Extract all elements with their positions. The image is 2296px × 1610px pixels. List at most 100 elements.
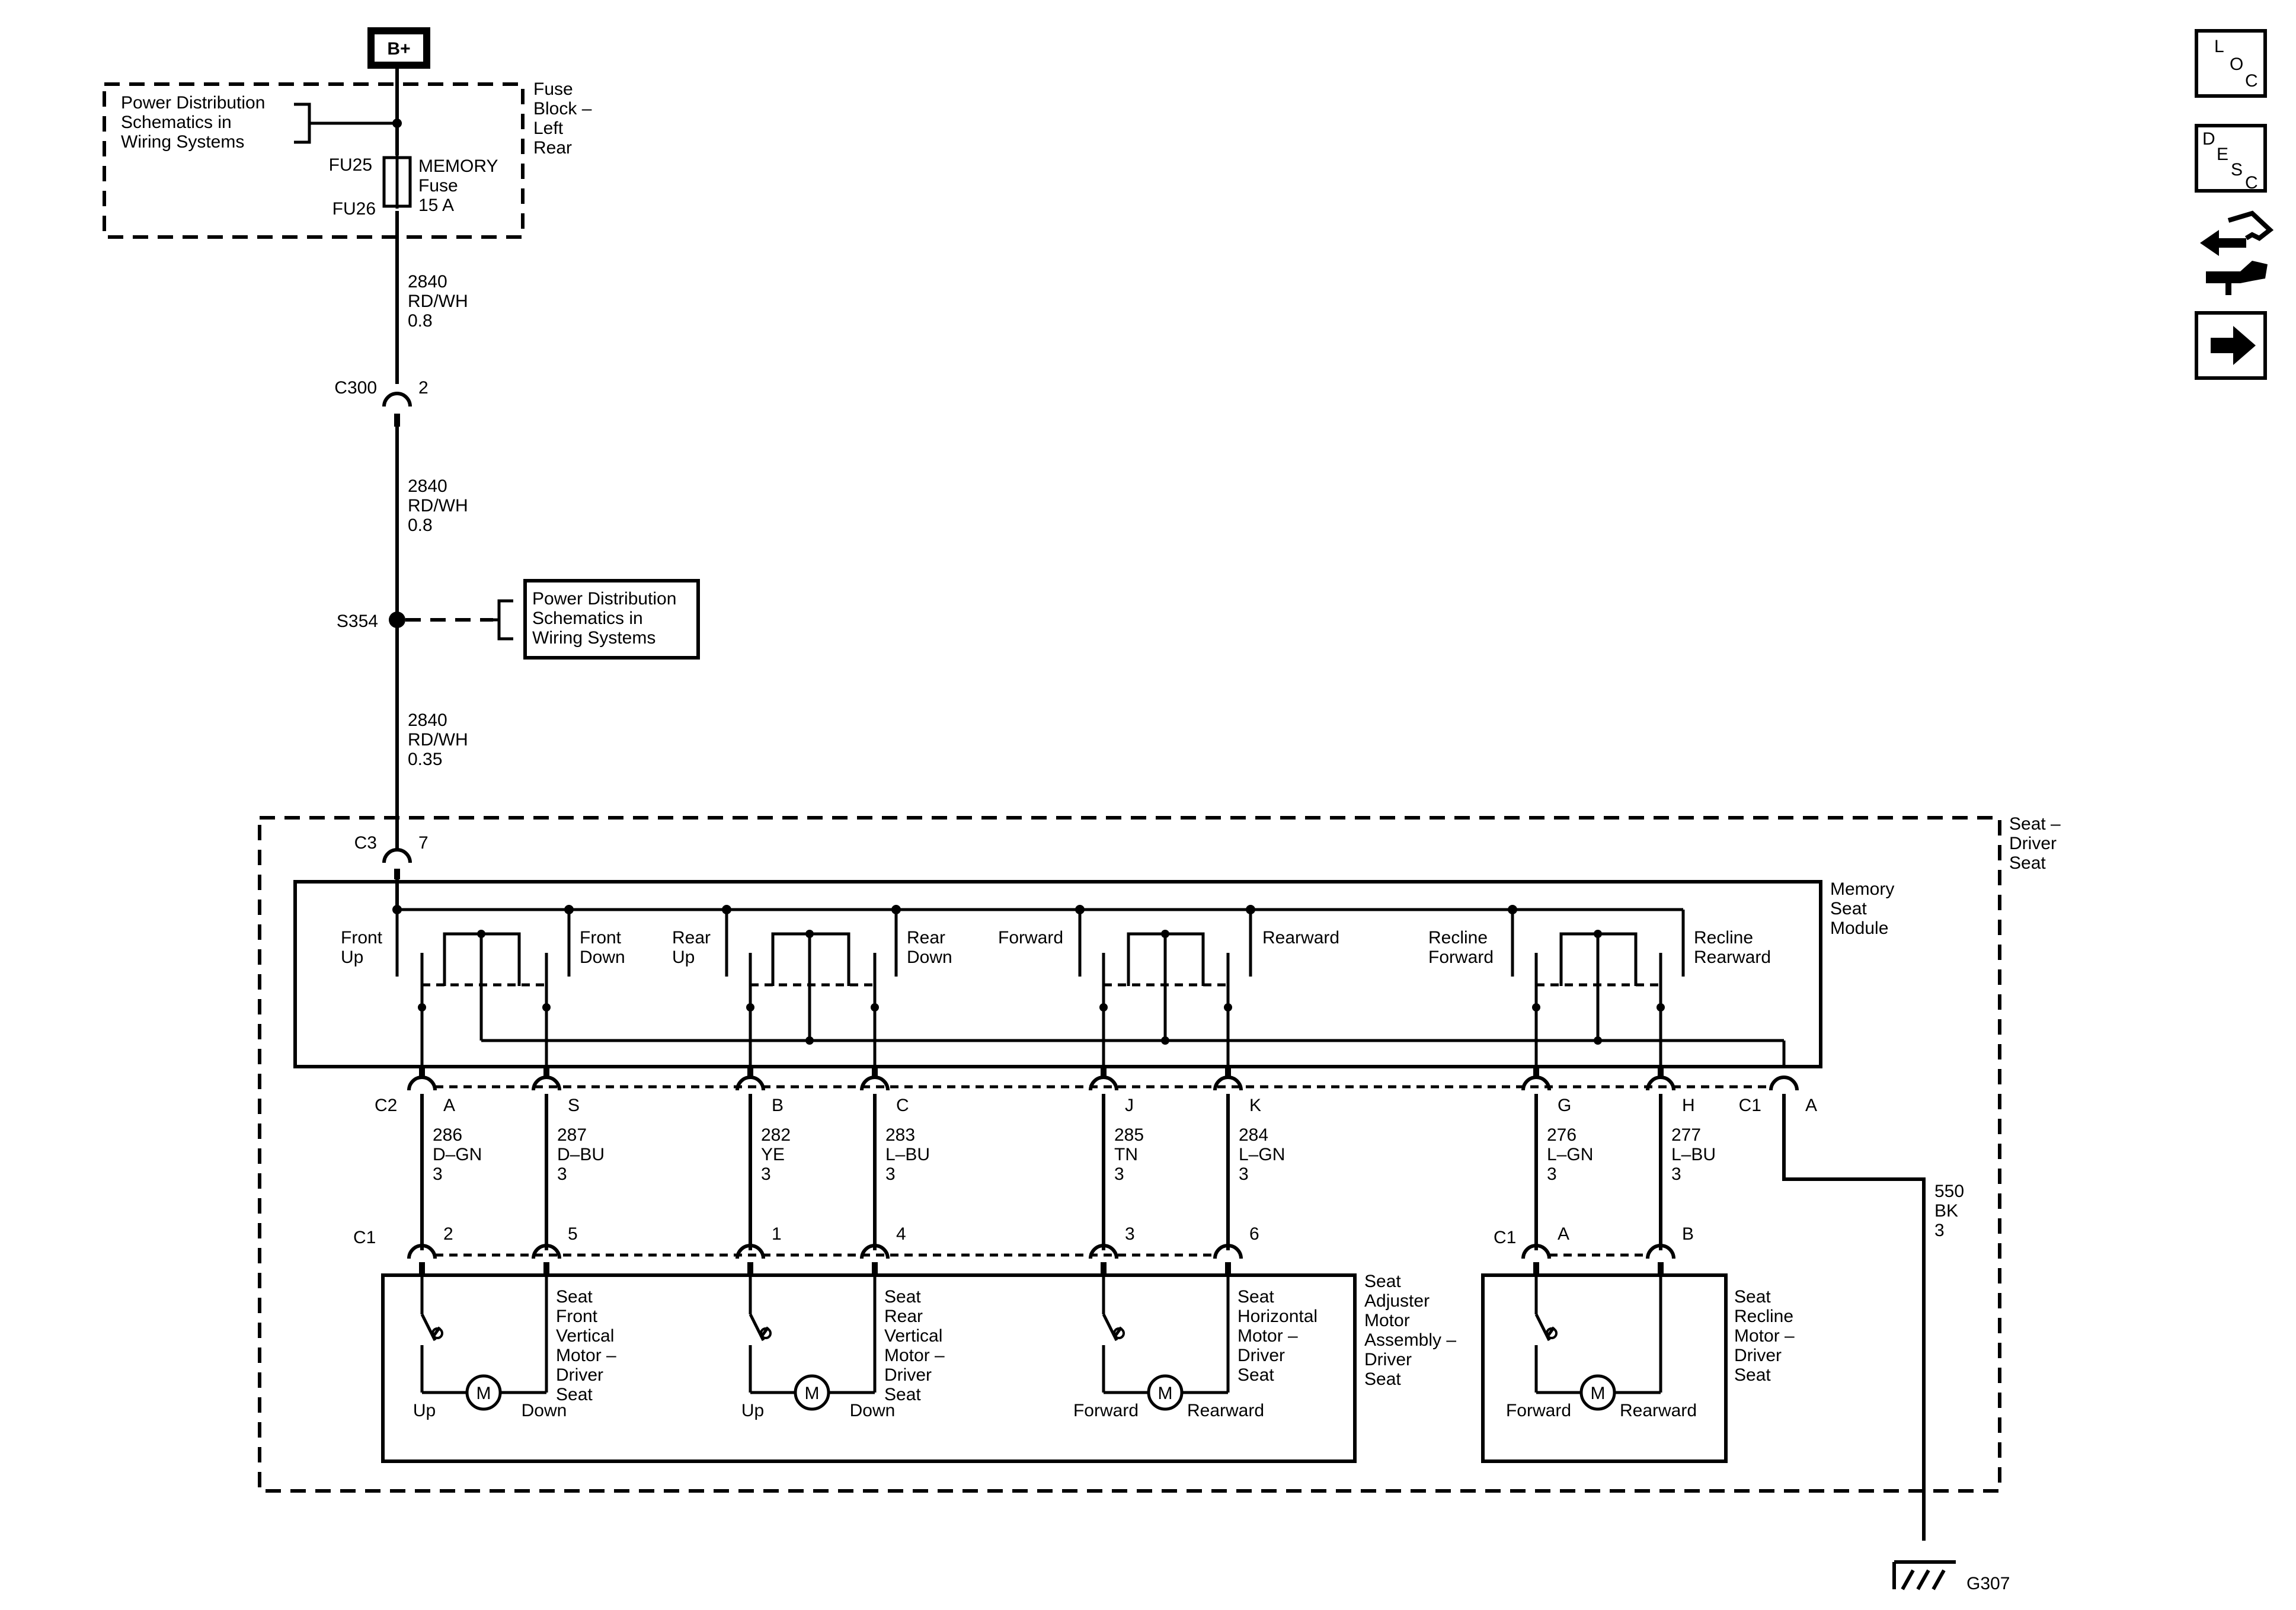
motor-icon [794, 1374, 830, 1411]
c2-name: C2 [375, 1096, 397, 1115]
wire2-color: RD/WH [408, 496, 468, 516]
ref-splice-line-1: Power Distribution [532, 589, 676, 609]
loc-icon[interactable]: L O C [2195, 29, 2267, 98]
c1-recline-name: C1 [1494, 1228, 1516, 1247]
fuse-name-1: MEMORY [418, 156, 498, 176]
ref-splice-line-2: Schematics in [532, 609, 643, 628]
wire-gauge-276: 3 [1547, 1164, 1557, 1184]
wire-color-284: L–GN [1239, 1145, 1285, 1164]
wire-label-2840-b: 2840 RD/WH 0.8 [408, 476, 468, 535]
fuse-block-name-2: Block – [533, 99, 592, 119]
rear-up-label-2: Up [672, 948, 695, 967]
assembly-name-3: Motor [1364, 1311, 1410, 1330]
motor-name-2-2: Motor – [1237, 1326, 1298, 1346]
wire-gauge-282: 3 [761, 1164, 771, 1184]
recline-rearward-label-2: Rearward [1694, 948, 1771, 967]
motor-name-3-0: Seat [1734, 1287, 1771, 1307]
connector-tool-icon[interactable] [2200, 210, 2274, 295]
rear-up-label-1: Rear [672, 928, 711, 948]
fuse-block-left-rear: Fuse Block – Left Rear [103, 79, 592, 239]
motor-name-3-1: Recline [1734, 1307, 1793, 1326]
fuse-out-label: FU26 [332, 199, 376, 219]
desc-icon[interactable]: D E S C [2195, 124, 2267, 193]
c1-pin-1-2: 1 [772, 1224, 782, 1244]
motor-name-1-5: Seat [884, 1385, 921, 1404]
c2-pin-J: J [1125, 1096, 1134, 1115]
c2-pin-H: H [1682, 1096, 1695, 1115]
wire-color-287: D–BU [557, 1145, 605, 1164]
motor-right-label: Down [522, 1401, 567, 1420]
assembly-name-4: Assembly – [1364, 1330, 1456, 1350]
ref-splice-line-3: Wiring Systems [532, 628, 655, 648]
c1-pin-A-6: A [1558, 1224, 1569, 1244]
motor-right-label: Down [850, 1401, 896, 1420]
seat-name-2: Driver [2009, 834, 2057, 853]
wire3-circuit: 2840 [408, 710, 447, 730]
wire-gauge-287: 3 [557, 1164, 567, 1184]
front-down-label-1: Front [580, 928, 622, 948]
wire-color-286: D–GN [433, 1145, 482, 1164]
desc-letter-e: E [2217, 145, 2228, 164]
c3-pin: 7 [418, 833, 428, 853]
ref-top-line-1: Power Distribution [121, 93, 265, 113]
wire-gauge-285: 3 [1114, 1164, 1124, 1184]
rear-down-label-1: Rear [907, 928, 945, 948]
ground-wire-color: BK [1934, 1201, 1958, 1221]
wire1-gauge: 0.8 [408, 311, 433, 331]
recline-forward-label-2: Forward [1428, 948, 1494, 967]
assembly-name-2: Adjuster [1364, 1291, 1430, 1311]
fuse-name-3: 15 A [418, 196, 454, 215]
connector-c3: C3 7 [354, 833, 428, 879]
wire-gauge-277: 3 [1671, 1164, 1681, 1184]
ground-g307: G307 [1892, 1560, 2010, 1593]
c3-name: C3 [354, 833, 377, 853]
motor-name-2-4: Seat [1237, 1365, 1274, 1385]
desc-letter-c: C [2245, 173, 2258, 193]
next-arrow-icon[interactable] [2195, 311, 2267, 380]
motor-icon [465, 1374, 502, 1411]
assembly-name-1: Seat [1364, 1272, 1401, 1291]
switch-group-recline: Recline Forward Recline Rearward [1428, 905, 1771, 1067]
motor-name-3-2: Motor – [1734, 1326, 1795, 1346]
motor-symbol: M [477, 1384, 491, 1403]
motor-left-label: Forward [1506, 1401, 1571, 1420]
wire-label-2840-c: 2840 RD/WH 0.35 [408, 710, 468, 769]
fuse-block-name-1: Fuse [533, 79, 573, 99]
seat-name-3: Seat [2009, 853, 2046, 873]
wire3-gauge: 0.35 [408, 750, 442, 769]
motor-name-0-0: Seat [556, 1287, 593, 1307]
c1-pin-6-5: 6 [1249, 1224, 1259, 1244]
wire1-circuit: 2840 [408, 272, 447, 292]
wire3-color: RD/WH [408, 730, 468, 750]
desc-letter-d: D [2202, 129, 2215, 149]
motor-name-2-1: Horizontal [1237, 1307, 1318, 1326]
motor-icon [1579, 1374, 1616, 1411]
c2-pin-C: C [896, 1096, 909, 1115]
memory-seat-module: Memory Seat Module [293, 879, 1894, 1068]
c1-pin-B-7: B [1682, 1224, 1694, 1244]
recline-rearward-label-1: Recline [1694, 928, 1753, 948]
wire-circuit-286: 286 [433, 1125, 462, 1145]
motor-left-label: Up [413, 1401, 436, 1420]
forward-label: Forward [998, 928, 1063, 948]
front-down-label-2: Down [580, 948, 625, 967]
wire-color-283: L–BU [885, 1145, 930, 1164]
recline-forward-label-1: Recline [1428, 928, 1488, 948]
front-up-label-1: Front [341, 928, 383, 948]
motor-symbol: M [1158, 1384, 1173, 1403]
c1-ground-name: C1 [1739, 1096, 1761, 1115]
front-up-label-2: Up [341, 948, 363, 967]
c1-ground-pin: A [1805, 1096, 1817, 1115]
c1-pin-3-4: 3 [1125, 1224, 1135, 1244]
wire2-gauge: 0.8 [408, 516, 433, 535]
module-name-1: Memory [1830, 879, 1894, 899]
wire1-color: RD/WH [408, 292, 468, 311]
seat-recline-motor-box: C1 [1481, 1228, 1728, 1463]
motor-symbol: M [1591, 1384, 1606, 1403]
motor-name-1-1: Rear [884, 1307, 923, 1326]
motor-name-3-3: Driver [1734, 1346, 1782, 1365]
wire-color-282: YE [761, 1145, 785, 1164]
